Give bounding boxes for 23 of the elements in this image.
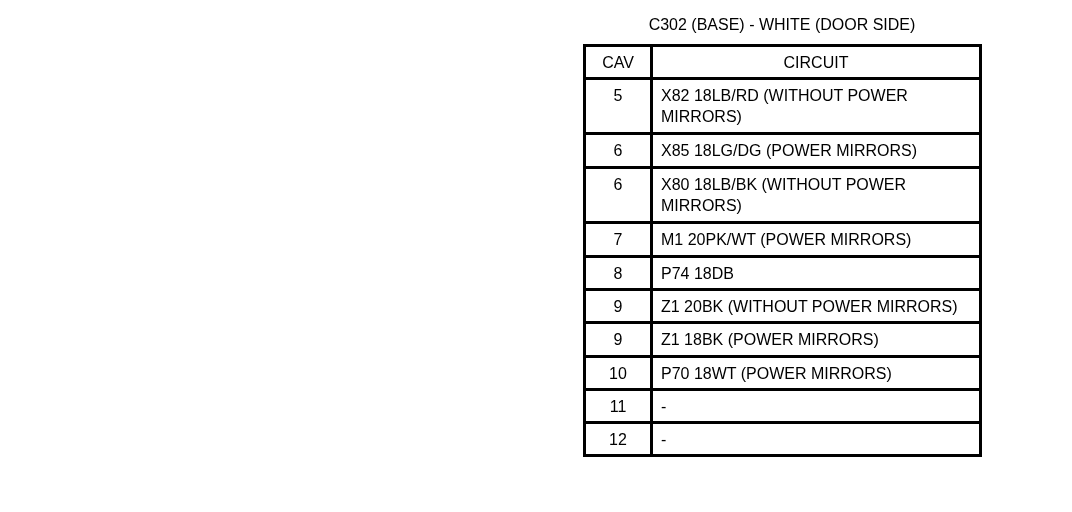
header-cell: CAV [584,45,652,79]
circuit-cell: P70 18WT (POWER MIRRORS) [651,356,981,390]
circuit-cell: - [651,389,981,423]
circuit-cell: - [651,422,981,456]
circuit-cell: X85 18LG/DG (POWER MIRRORS) [651,133,981,168]
cavity-cell: 6 [584,167,652,223]
cavity-cell: 10 [584,356,652,390]
circuit-cell: Z1 18BK (POWER MIRRORS) [651,322,981,357]
cavity-cell: 7 [584,222,652,257]
header-cell: CIRCUIT [651,45,981,79]
circuit-cell: X82 18LB/RD (WITHOUT POWER MIRRORS) [651,78,981,134]
cavity-cell: 8 [584,256,652,290]
cavity-cell: 9 [584,289,652,323]
cavity-cell: 11 [584,389,652,423]
circuit-cell: Z1 20BK (WITHOUT POWER MIRRORS) [651,289,981,323]
table-title: C302 (BASE) - WHITE (DOOR SIDE) [647,16,917,34]
cavity-cell: 6 [584,133,652,168]
cavity-cell: 5 [584,78,652,134]
circuit-cell: X80 18LB/BK (WITHOUT POWER MIRRORS) [651,167,981,223]
cavity-cell: 12 [584,422,652,456]
circuit-cell: P74 18DB [651,256,981,290]
circuit-cell: M1 20PK/WT (POWER MIRRORS) [651,222,981,257]
cavity-cell: 9 [584,322,652,357]
